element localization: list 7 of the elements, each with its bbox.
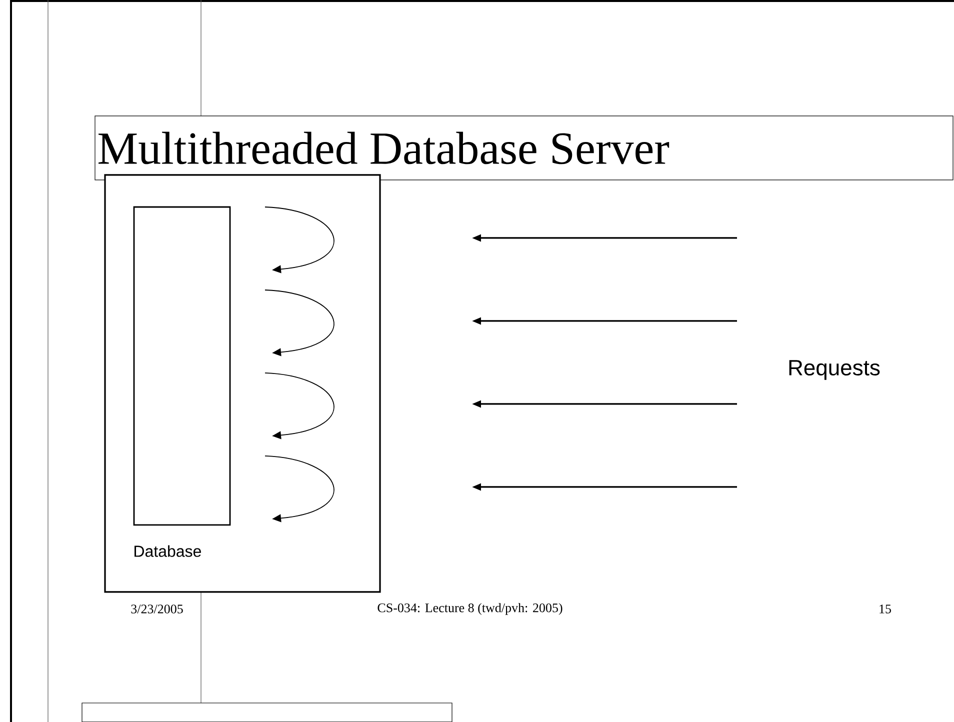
- page-number: 15: [880, 604, 891, 614]
- text-label: Requests: [789, 360, 880, 380]
- footer-text: CS-034: Lecture 8 (twd/pvh: 2005): [378, 603, 562, 615]
- title-box: Multithreaded Database Server: [94, 116, 954, 180]
- database-box: Database: [133, 206, 231, 557]
- footer-date: 3/23/2005: [131, 604, 183, 614]
- node-label: Database: [134, 545, 201, 557]
